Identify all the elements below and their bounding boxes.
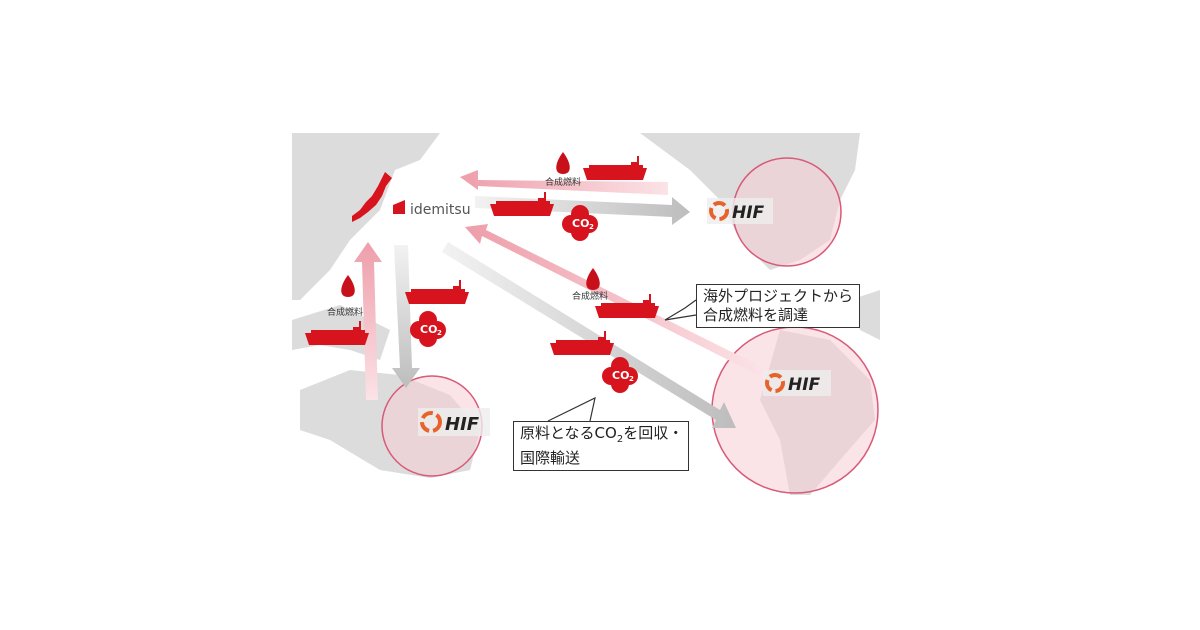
tanker-ship-icon [550,331,614,355]
fuel-arrow-from-north-america [460,170,668,195]
callout-co2-transport: 原料となるCO2を回収・ 国際輸送 [513,421,689,471]
tanker-ship-icon [305,321,369,345]
svg-text:CO: CO [572,217,589,230]
hif-logo: HIF [707,198,773,224]
callout-line: 国際輸送 [520,449,581,467]
idemitsu-logo: idemitsu [393,200,471,218]
fuel-drop-icon [586,268,600,290]
callout-tail [547,396,596,422]
svg-text:2: 2 [437,329,442,337]
hif-logo: HIF [418,408,490,436]
svg-text:HIF: HIF [788,375,821,395]
south-america-hif-site [711,326,879,494]
hif-logo: HIF [763,370,831,396]
callout-line: 海外プロジェクトから [703,287,854,305]
synthetic-fuel-label: 合成燃料 [545,176,581,188]
idemitsu-wordmark: idemitsu [410,202,471,218]
svg-text:CO: CO [612,369,629,382]
svg-text:2: 2 [629,375,634,383]
svg-text:HIF: HIF [445,414,480,435]
tanker-ship-icon [405,280,469,304]
fuel-drop-icon [341,275,355,297]
fuel-arrow-from-south-america [465,224,764,376]
synthetic-fuel-label: 合成燃料 [327,306,363,318]
fuel-arrow-from-australia [354,242,382,400]
co2-arrow-to-australia [392,245,420,388]
svg-text:CO: CO [420,323,437,336]
svg-text:2: 2 [589,223,594,231]
tanker-ship-icon [595,294,659,318]
tanker-ship-icon [490,192,554,216]
svg-text:HIF: HIF [732,203,765,223]
fuel-drop-icon [556,152,570,174]
callout-line: 原料となるCO2を回収・ [520,424,684,445]
callout-procure-fuel: 海外プロジェクトから 合成燃料を調達 [696,284,861,328]
synthetic-fuel-label: 合成燃料 [572,290,608,302]
callout-tail [664,299,697,321]
japan-shape [352,172,392,222]
co2-arrow-to-south-america [442,242,736,428]
callout-line: 合成燃料を調達 [703,306,809,324]
tanker-ship-icon [583,156,647,180]
